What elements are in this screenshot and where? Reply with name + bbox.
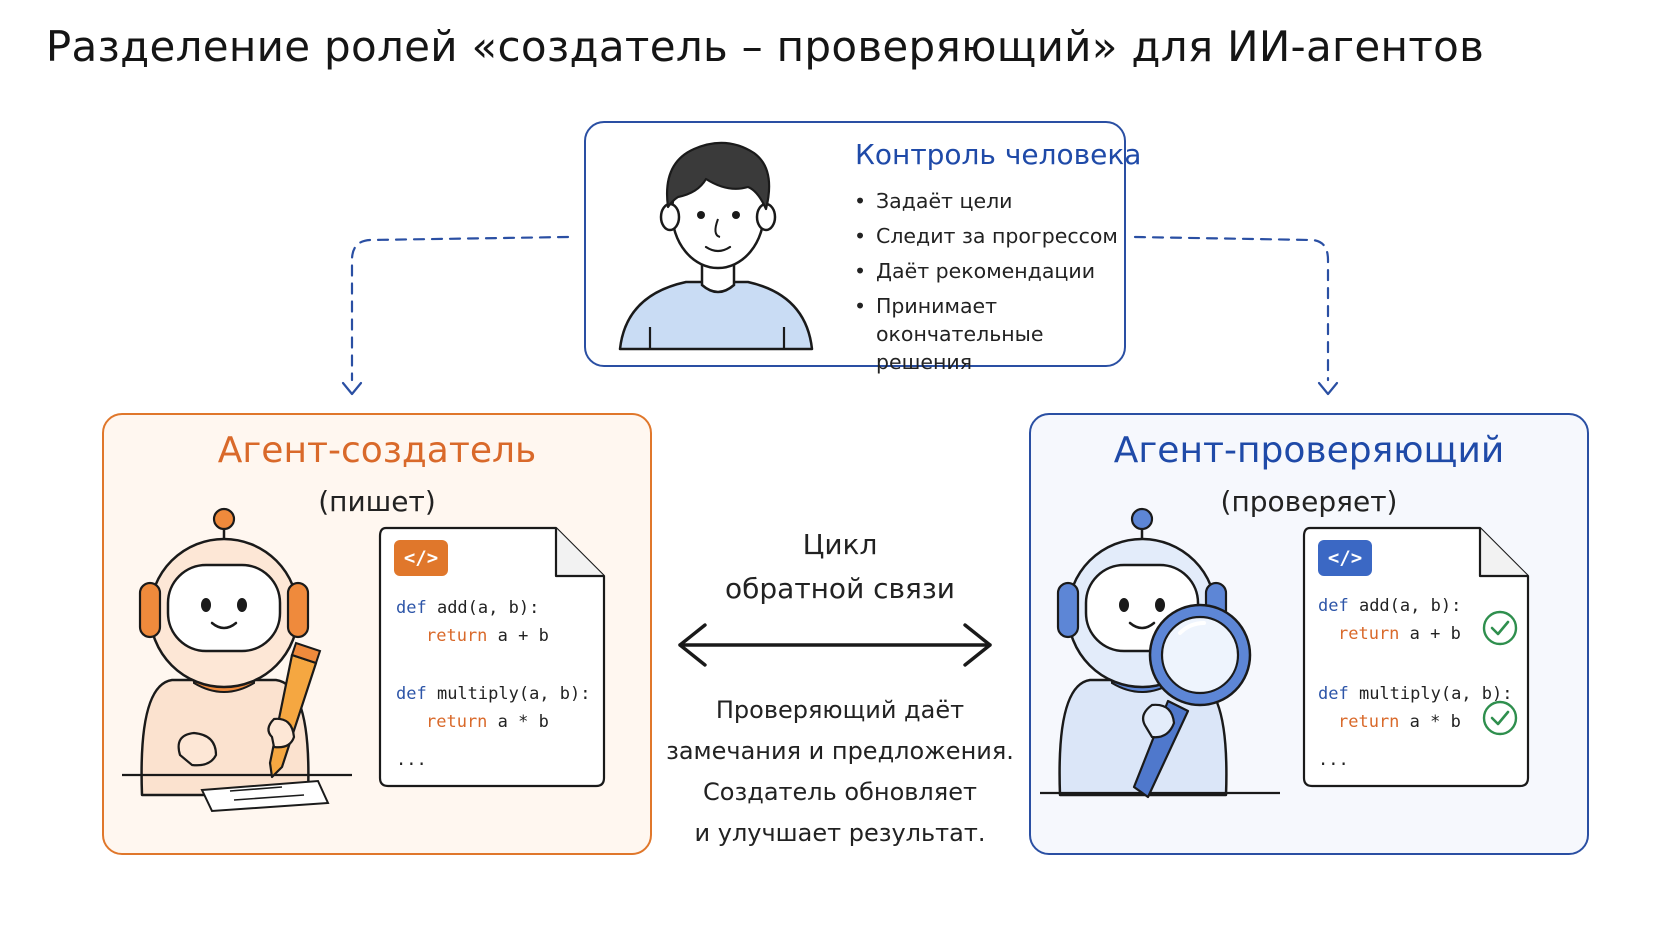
return-expression: a + b — [487, 626, 549, 646]
feedback-loop-label-line: обратной связи — [724, 572, 955, 605]
feedback-double-arrow-icon — [678, 623, 992, 667]
list-item: Следит за прогрессом — [854, 222, 1126, 250]
list-item: Даёт рекомендации — [854, 257, 1126, 285]
arrowhead-left-icon — [341, 381, 363, 396]
function-signature: multiply(a, b): — [426, 684, 591, 704]
keyword-def: def — [396, 598, 427, 618]
code-line: return a + b — [426, 622, 549, 651]
feedback-loop-description: Проверяющий даёт замечания и предложения… — [660, 690, 1020, 854]
code-icon: </> — [1318, 540, 1372, 576]
description-line: Проверяющий даёт — [715, 696, 965, 724]
return-expression: a * b — [1399, 712, 1461, 732]
code-ellipsis: ... — [1318, 750, 1349, 770]
person-icon — [618, 141, 814, 351]
human-control-title: Контроль человека — [855, 138, 1142, 171]
human-responsibilities-list: Задаёт цели Следит за прогрессом Даёт ре… — [854, 187, 1126, 383]
list-item: Принимает окончательные решения — [854, 292, 1126, 376]
function-signature: add(a, b): — [1348, 596, 1462, 616]
code-line: def add(a, b): — [396, 594, 539, 623]
reviewer-code-document: </> def add(a, b): return a + b def mult… — [1302, 526, 1530, 788]
creator-robot-icon — [122, 507, 352, 813]
code-line: def add(a, b): — [1318, 592, 1461, 621]
arrowhead-right-icon — [1317, 381, 1339, 396]
dashed-connector-left — [350, 235, 570, 382]
creator-agent-title: Агент-создатель — [217, 430, 537, 471]
code-icon: </> — [394, 540, 448, 576]
return-expression: a * b — [487, 712, 549, 732]
description-line: замечания и предложения. — [666, 737, 1014, 765]
return-expression: a + b — [1399, 624, 1461, 644]
list-item: Задаёт цели — [854, 187, 1126, 215]
code-line: return a + b — [1338, 620, 1461, 649]
code-line: return a * b — [1338, 708, 1461, 737]
keyword-return: return — [1338, 712, 1400, 732]
document-sheet — [378, 526, 606, 788]
reviewer-robot-icon — [1040, 507, 1280, 799]
description-line: Создатель обновляет — [703, 778, 977, 806]
code-line: def multiply(a, b): — [1318, 680, 1512, 709]
creator-code-document: </> def add(a, b): return a + b def mult… — [378, 526, 606, 788]
keyword-def: def — [1318, 596, 1349, 616]
keyword-def: def — [396, 684, 427, 704]
keyword-def: def — [1318, 684, 1349, 704]
code-line: def multiply(a, b): — [396, 680, 590, 709]
check-icon — [1482, 700, 1518, 736]
function-signature: add(a, b): — [426, 598, 540, 618]
code-line: return a * b — [426, 708, 549, 737]
reviewer-agent-title: Агент-проверяющий — [1113, 430, 1505, 471]
keyword-return: return — [426, 712, 488, 732]
keyword-return: return — [1338, 624, 1400, 644]
feedback-loop-label-line: Цикл — [802, 528, 878, 561]
creator-agent-subtitle: (пишет) — [318, 485, 436, 518]
keyword-return: return — [426, 626, 488, 646]
description-line: и улучшает результат. — [694, 819, 986, 847]
check-icon — [1482, 610, 1518, 646]
page-title: Разделение ролей «создатель – проверяющи… — [45, 22, 1485, 71]
feedback-loop-label: Цикл обратной связи — [690, 523, 990, 611]
code-ellipsis: ... — [396, 750, 427, 770]
dashed-connector-right — [1133, 235, 1330, 382]
reviewer-agent-subtitle: (проверяет) — [1220, 485, 1398, 518]
function-signature: multiply(a, b): — [1348, 684, 1513, 704]
document-sheet — [1302, 526, 1530, 788]
